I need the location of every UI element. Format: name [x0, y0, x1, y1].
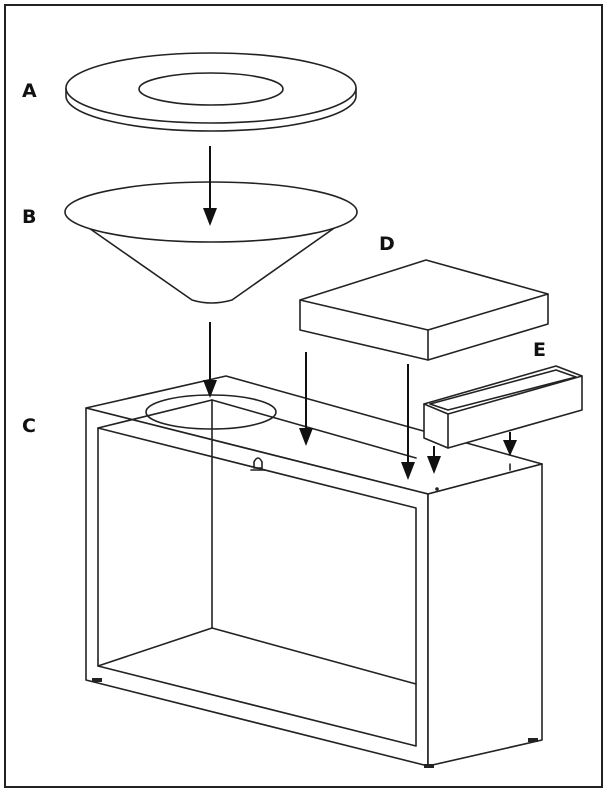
fitting-hole-dot [435, 487, 439, 491]
arrow-d-to-c-left [299, 352, 313, 446]
base-foot-front [424, 764, 434, 768]
label-a: A [22, 80, 37, 102]
part-a-ring-plate [65, 52, 357, 132]
trough-top [423, 365, 583, 415]
ring-plate-top [65, 52, 357, 124]
fitting-knob-icon [250, 457, 266, 471]
part-d-slab [299, 259, 549, 361]
arrow-e-to-c-left [427, 446, 441, 474]
label-e: E [533, 339, 546, 361]
ring-plate-hole [138, 72, 284, 106]
part-c-base-frame [85, 375, 543, 768]
part-e-trough [423, 365, 583, 449]
base-side-face [427, 463, 543, 767]
base-front-opening [97, 427, 417, 747]
base-foot-left [92, 678, 102, 682]
arrow-b-to-c [203, 322, 217, 398]
figure-border [4, 4, 603, 788]
arrow-a-to-b [203, 146, 217, 226]
trough-inner-rim [429, 369, 577, 411]
arrow-d-to-c-right [401, 364, 415, 480]
label-b: B [22, 206, 36, 228]
base-foot-right [528, 738, 538, 742]
arrow-e-to-c-right [503, 432, 517, 456]
label-d: D [379, 233, 395, 255]
assembly-arrows [203, 146, 517, 480]
interior-floor-edge [97, 627, 417, 685]
slab-top [299, 259, 549, 331]
label-c: C [22, 415, 36, 437]
